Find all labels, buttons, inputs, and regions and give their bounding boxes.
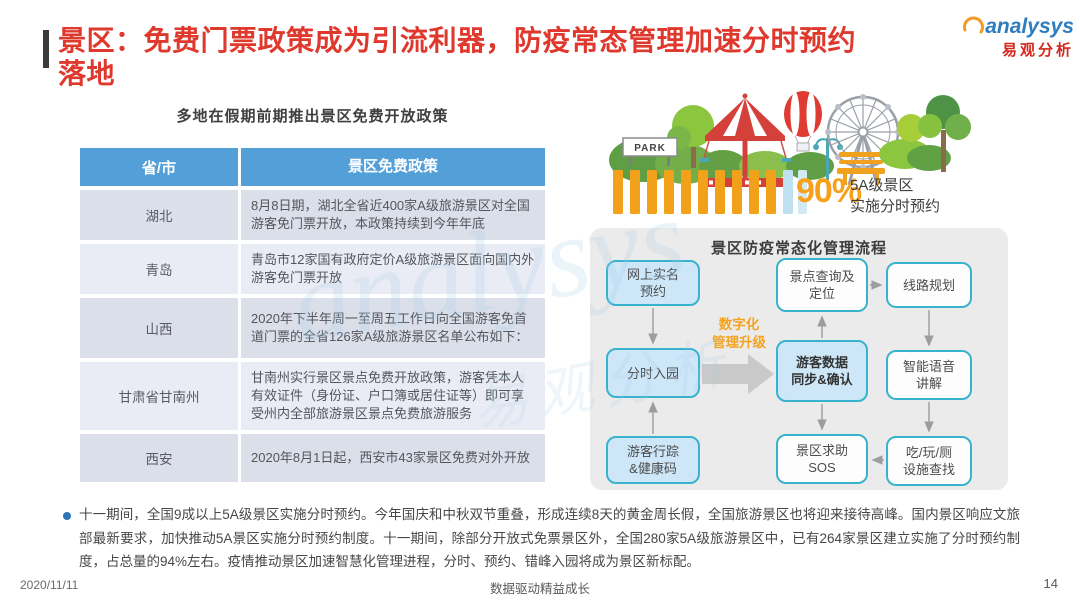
node-facility-search: 吃/玩/厕 设施查找 [886,436,972,486]
table-row: 湖北 8月8日期，湖北全省近400家A级旅游景区对全国游客免门票开放，本政策持续… [80,190,545,240]
table-title: 多地在假期前期推出景区免费开放政策 [176,108,449,125]
region-cell: 山西 [80,298,238,358]
table-row: 山西 2020年下半年周一至周五工作日向全国游客免首道门票的全省126家A级旅游… [80,298,545,358]
node-route-planning: 线路规划 [886,262,972,308]
summary-text: 十一期间，全国9成以上5A级景区实施分时预约。今年国庆和中秋双节重叠，形成连续8… [79,507,1020,569]
region-cell: 西安 [80,434,238,482]
policy-cell: 青岛市12家国有政府定价A级旅游景区面向国内外游客免门票开放 [241,244,545,294]
stat-label: 5A级景区 实施分时预约 [850,177,941,215]
node-visitor-tracking: 游客行踪 &健康码 [606,436,700,484]
policy-cell: 8月8日期，湖北全省近400家A级旅游景区对全国游客免门票开放，本政策持续到今年… [241,190,545,240]
page-title: 景区：免费门票政策成为引流利器，防疫常态管理加速分时预约 落地 [58,24,978,90]
footer-page-number: 14 [1043,576,1058,591]
upgrade-arrow-icon [702,354,774,394]
bullet-icon [63,512,71,520]
policy-table: 省/市 景区免费政策 湖北 8月8日期，湖北全省近400家A级旅游景区对全国游客… [80,148,545,486]
header-policy: 景区免费政策 [241,148,545,186]
table-header-row: 省/市 景区免费政策 [80,148,545,186]
hot-air-balloon-icon [784,91,822,152]
header-region: 省/市 [80,148,238,186]
stat-value: 90% [796,172,862,210]
tree-icon [897,95,971,172]
region-cell: 青岛 [80,244,238,294]
park-sign: PARK [622,137,678,166]
title-accent-bar [43,30,49,68]
park-illustration: PARK [609,91,971,214]
page-title-line2: 落地 [58,58,116,89]
logo-brand-text: analysys [985,15,1074,38]
flow-arrows [648,280,934,465]
policy-cell: 甘南州实行景区景点免费开放政策，游客凭本人有效证件（身份证、户口簿或居住证等）即… [241,362,545,430]
node-voice-guide: 智能语音 讲解 [886,350,972,400]
footer-slogan: 数据驱动精益成长 [489,582,590,596]
analysys-logo: analysys 易观分析 [944,14,1074,60]
svg-text:PARK: PARK [634,143,666,154]
bushes-icon [879,139,951,171]
node-online-booking: 网上实名 预约 [606,260,700,306]
policy-cell: 2020年下半年周一至周五工作日向全国游客免首道门票的全省126家A级旅游景区名… [241,298,545,358]
bench-icon [837,152,885,185]
flowchart-title: 景区防疫常态化管理流程 [710,240,887,257]
footer-date: 2020/11/11 [20,578,79,592]
logo-swoosh-icon [963,16,985,34]
table-row: 甘肃省甘南州 甘南州实行景区景点免费开放政策，游客凭本人有效证件（身份证、户口簿… [80,362,545,430]
fence-icon [613,170,807,214]
node-poi-query: 景点查询及 定位 [776,258,868,312]
node-sos: 景区求助 SOS [776,434,868,484]
street-lamp-icon [813,138,843,180]
node-timed-entry: 分时入园 [606,348,700,398]
flowchart-panel: 景区防疫常态化管理流程 数字化 管理升级 网上实名 预约 分时入园 游 [590,228,1008,490]
logo-brand-cn: 易观分析 [1001,42,1074,59]
table-row: 西安 2020年8月1日起，西安市43家景区免费对外开放 [80,434,545,482]
policy-cell: 2020年8月1日起，西安市43家景区免费对外开放 [241,434,545,482]
node-data-sync: 游客数据 同步&确认 [776,340,868,402]
table-row: 青岛 青岛市12家国有政府定价A级旅游景区面向国内外游客免门票开放 [80,244,545,294]
region-cell: 湖北 [80,190,238,240]
upgrade-label: 数字化 管理升级 [712,317,766,350]
page-title-line1: 景区：免费门票政策成为引流利器，防疫常态管理加速分时预约 [58,25,857,56]
region-cell: 甘肃省甘南州 [80,362,238,430]
